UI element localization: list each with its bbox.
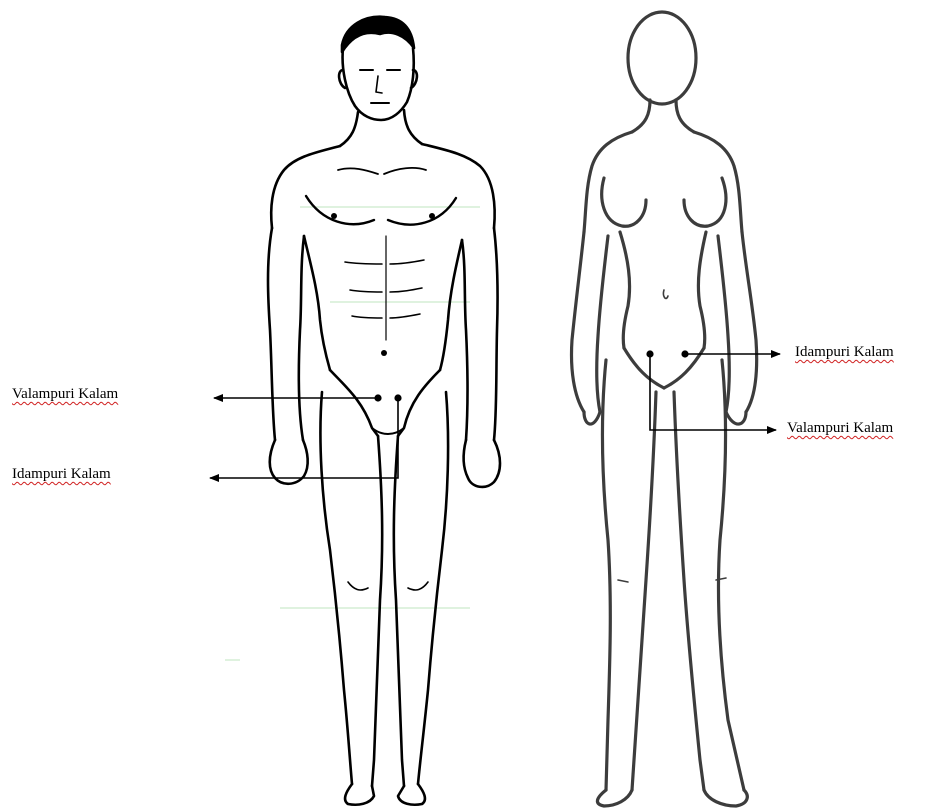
female-valampuri-point (646, 350, 653, 357)
male-figure (268, 17, 500, 805)
female-idampuri-point (681, 350, 688, 357)
female-valampuri-label: Valampuri Kalam (787, 420, 893, 437)
male-valampuri-point (374, 394, 381, 401)
male-idampuri-point (394, 394, 401, 401)
male-valampuri-label: Valampuri Kalam (12, 386, 118, 403)
annotation-points (374, 350, 688, 401)
male-body-points (331, 213, 435, 356)
faint-guides (225, 207, 480, 660)
male-idampuri-label: Idampuri Kalam (12, 466, 111, 483)
female-idampuri-label: Idampuri Kalam (795, 344, 894, 361)
female-figure (572, 12, 757, 806)
male-idampuri-arrow (210, 398, 398, 478)
